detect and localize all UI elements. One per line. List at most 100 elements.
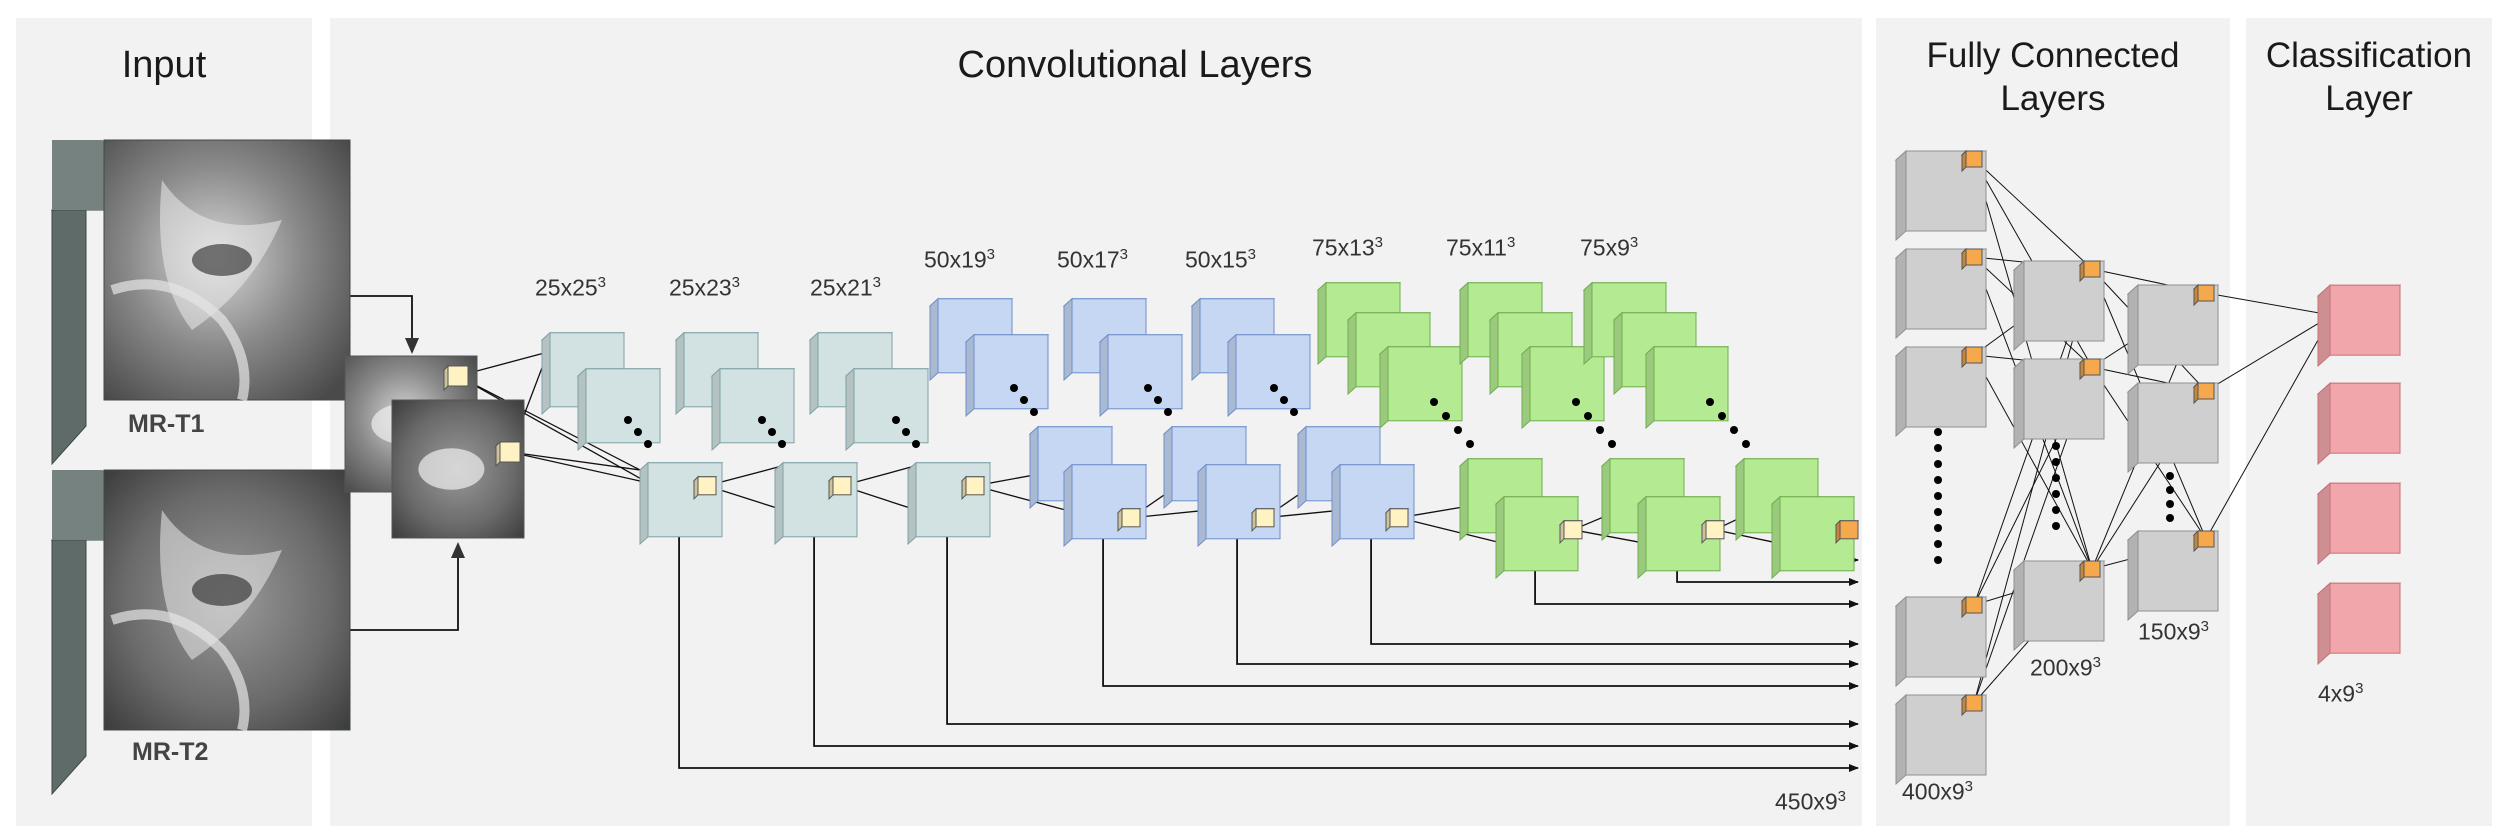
ellipsis-dot xyxy=(1572,398,1580,406)
kernel-cube xyxy=(442,364,470,392)
ellipsis-dot xyxy=(2052,506,2060,514)
ellipsis-dot xyxy=(1466,440,1474,448)
ellipsis-dot xyxy=(1154,396,1162,404)
connection-line xyxy=(509,451,641,471)
kernel-cube xyxy=(1960,595,1984,619)
kernel-cube xyxy=(2078,259,2102,283)
connection-line xyxy=(509,451,649,484)
kernel-cube xyxy=(2078,559,2102,583)
ellipsis-dot xyxy=(1934,524,1942,532)
ellipsis-dot xyxy=(768,428,776,436)
kernel-cube xyxy=(692,475,718,501)
skip-connection xyxy=(946,536,1859,728)
class-output-cube xyxy=(2316,482,2402,566)
ellipsis-dot xyxy=(2052,474,2060,482)
mr-t1-volume xyxy=(50,139,351,466)
ellipsis-dot xyxy=(2052,490,2060,498)
kernel-cube xyxy=(2192,529,2216,553)
feature-map-cube xyxy=(1494,495,1580,580)
ellipsis-dot xyxy=(1144,384,1152,392)
kernel-cube xyxy=(2078,357,2102,381)
connection-line xyxy=(2205,292,2333,316)
skip-connection xyxy=(1370,538,1859,648)
layer-size-label: 50x153 xyxy=(1185,246,1257,273)
ellipsis-dot xyxy=(644,440,652,448)
layer-size-label: 25x253 xyxy=(535,274,607,301)
ellipsis-dot xyxy=(1934,540,1942,548)
connection-line xyxy=(457,375,641,471)
connection-line xyxy=(1398,517,1501,544)
cls-title-line1: Classification xyxy=(2265,36,2473,75)
kernel-cube xyxy=(494,440,522,468)
ellipsis-dot xyxy=(1718,412,1726,420)
layer-size-label: 25x213 xyxy=(810,274,882,301)
ellipsis-dot xyxy=(2166,514,2174,522)
feature-map-cube xyxy=(1196,463,1282,548)
fc-size-label: 400x93 xyxy=(1902,778,1974,805)
feature-map-cube xyxy=(1520,345,1606,430)
ellipsis-dot xyxy=(1270,384,1278,392)
kernel-cube xyxy=(1384,507,1410,533)
layer-size-label: 75x133 xyxy=(1312,234,1384,261)
connection-line xyxy=(1714,529,1777,544)
cls-title-line2: Layer xyxy=(2325,79,2413,118)
feature-map-cube xyxy=(576,367,662,452)
feature-map-cube xyxy=(1378,345,1464,430)
fc-size-label: 150x93 xyxy=(2138,618,2210,645)
mr-t1-label: MR-T1 xyxy=(128,410,205,438)
ellipsis-dot xyxy=(1596,426,1604,434)
feature-map-cube xyxy=(1636,495,1722,580)
feature-map-cube xyxy=(906,461,992,546)
ellipsis-dot xyxy=(1584,412,1592,420)
ellipsis-dot xyxy=(1608,440,1616,448)
mr-t2-volume xyxy=(50,469,351,796)
feature-map-cube xyxy=(710,367,796,452)
ellipsis-dot xyxy=(1020,396,1028,404)
kernel-cube xyxy=(1960,149,1984,173)
ellipsis-dot xyxy=(1442,412,1450,420)
feature-map-cube xyxy=(638,461,724,546)
kernel-cube xyxy=(2192,381,2216,405)
layer-size-label: 25x233 xyxy=(669,274,741,301)
feature-map-cube xyxy=(1162,425,1248,510)
feature-map-cube xyxy=(1644,345,1730,430)
class-output-cube xyxy=(2316,382,2402,466)
skip-connection xyxy=(1236,538,1859,668)
connection-line xyxy=(2205,314,2333,392)
kernel-cube xyxy=(1116,507,1142,533)
ellipsis-dot xyxy=(1934,444,1942,452)
kernel-cube xyxy=(827,475,853,501)
ellipsis-dot xyxy=(2052,442,2060,450)
ellipsis-dot xyxy=(778,440,786,448)
ellipsis-dot xyxy=(1934,428,1942,436)
mr-t2-label: MR-T2 xyxy=(132,738,209,766)
feature-map-cube xyxy=(1062,463,1148,548)
mr-t2-arrow xyxy=(298,542,465,631)
conv-panel-title: Convolutional Layers xyxy=(957,44,1313,86)
ellipsis-dot xyxy=(1934,476,1942,484)
connection-line xyxy=(457,375,649,484)
connection-line xyxy=(1572,529,1643,544)
feature-map-cube xyxy=(1098,333,1184,418)
skip-connection xyxy=(1534,570,1859,608)
ellipsis-dot xyxy=(1934,492,1942,500)
kernel-cube xyxy=(2192,283,2216,307)
feature-map-cube xyxy=(964,333,1050,418)
feature-map-cube xyxy=(844,367,930,452)
skip-connection xyxy=(1676,570,1859,586)
fc-panel-title: Fully Connected Layers xyxy=(1876,34,2230,120)
fc-unit-cube xyxy=(2126,283,2220,376)
ellipsis-dot xyxy=(1706,398,1714,406)
ellipsis-dot xyxy=(1280,396,1288,404)
kernel-cube xyxy=(1834,519,1860,545)
ellipsis-dot xyxy=(2052,522,2060,530)
kernel-cube xyxy=(1700,519,1726,545)
skip-connection xyxy=(678,536,1859,772)
class-output-cube xyxy=(2316,582,2402,666)
connection-line xyxy=(2205,314,2333,540)
ellipsis-dot xyxy=(2166,500,2174,508)
ellipsis-dot xyxy=(1430,398,1438,406)
cls-size-label: 4x93 xyxy=(2318,680,2364,707)
ellipsis-dot xyxy=(902,428,910,436)
